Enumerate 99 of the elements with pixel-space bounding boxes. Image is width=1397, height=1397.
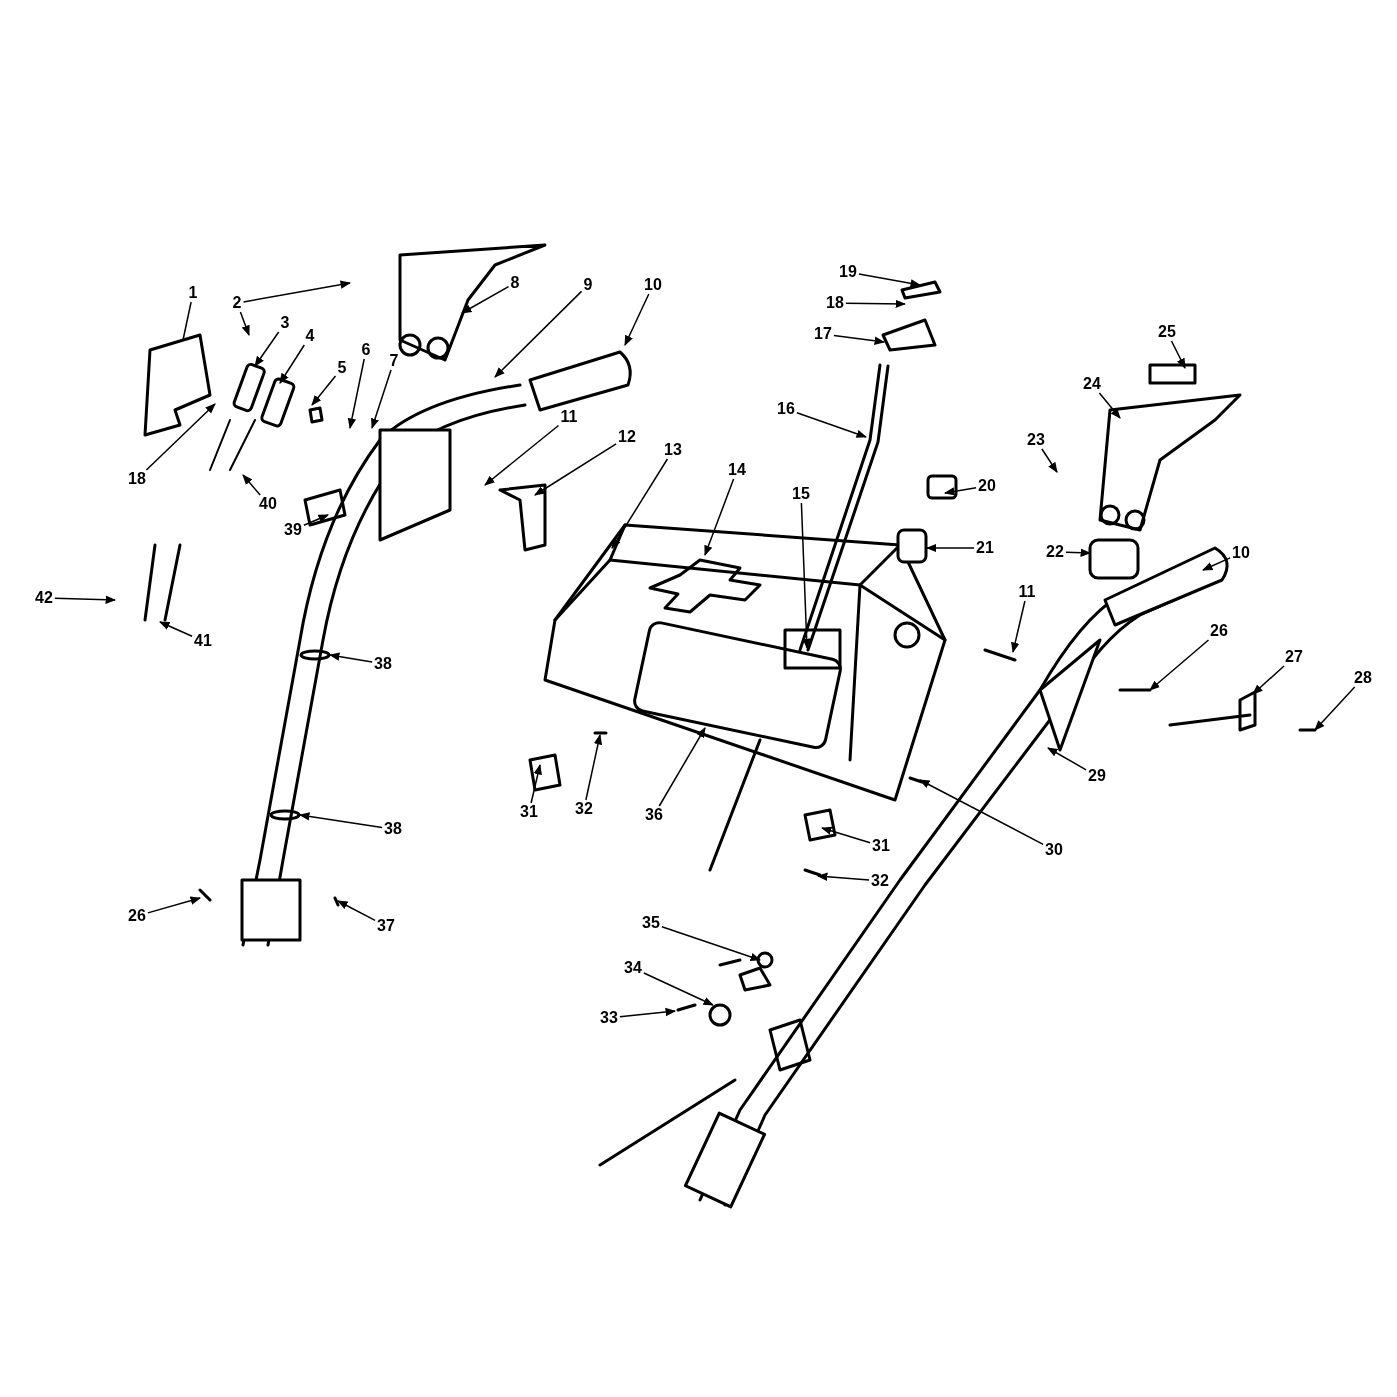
leader-line bbox=[242, 474, 261, 496]
leader-line bbox=[303, 514, 329, 527]
callout-number: 22 bbox=[1044, 543, 1066, 561]
leader-line bbox=[145, 403, 216, 471]
leader-line bbox=[147, 896, 201, 914]
callout-number: 39 bbox=[282, 521, 304, 539]
leader-line bbox=[858, 273, 922, 288]
callout-number: 29 bbox=[1086, 767, 1108, 785]
leader-line bbox=[279, 344, 306, 384]
leader-line bbox=[1098, 392, 1121, 419]
callout-number: 6 bbox=[359, 341, 373, 359]
callout-number: 5 bbox=[335, 359, 349, 377]
leader-line bbox=[833, 334, 886, 345]
callout-number: 14 bbox=[726, 461, 748, 479]
callout-number: 35 bbox=[640, 914, 662, 932]
leader-line bbox=[624, 293, 650, 346]
callout-number: 38 bbox=[372, 655, 394, 673]
callout-number: 34 bbox=[622, 959, 644, 977]
leader-line bbox=[182, 301, 192, 341]
callout-number: 37 bbox=[375, 917, 397, 935]
callout-number: 26 bbox=[1208, 622, 1230, 640]
callout-number: 26 bbox=[126, 907, 148, 925]
leader-line bbox=[816, 872, 870, 881]
leader-line bbox=[298, 812, 383, 829]
callout-number: 42 bbox=[33, 589, 55, 607]
leader-line bbox=[159, 621, 193, 637]
callout-number: 1 bbox=[186, 284, 200, 302]
leader-line bbox=[1041, 448, 1058, 473]
callout-number: 12 bbox=[616, 428, 638, 446]
leader-line bbox=[239, 311, 250, 336]
leader-line bbox=[658, 727, 706, 807]
leader-line bbox=[619, 1007, 677, 1018]
callout-number: 21 bbox=[974, 539, 996, 557]
callout-number: 11 bbox=[558, 408, 580, 426]
callout-number: 2 bbox=[230, 294, 244, 312]
leader-line bbox=[1065, 548, 1092, 557]
callout-number: 32 bbox=[573, 800, 595, 818]
leader-line bbox=[585, 733, 603, 801]
callout-number: 9 bbox=[581, 276, 595, 294]
callout-number: 7 bbox=[387, 352, 401, 370]
callout-number: 36 bbox=[643, 806, 665, 824]
callout-number: 18 bbox=[126, 470, 148, 488]
callout-number: 18 bbox=[824, 294, 846, 312]
leader-line bbox=[661, 925, 761, 961]
callout-number: 31 bbox=[870, 837, 892, 855]
callout-number: 25 bbox=[1156, 323, 1178, 341]
leader-line bbox=[347, 358, 365, 430]
callout-number: 4 bbox=[303, 327, 317, 345]
leader-line bbox=[1149, 639, 1210, 691]
callout-number: 28 bbox=[1352, 669, 1374, 687]
callout-number: 38 bbox=[382, 820, 404, 838]
leader-line bbox=[242, 280, 352, 303]
callout-number: 10 bbox=[642, 276, 664, 294]
callout-number: 3 bbox=[278, 314, 292, 332]
callout-number: 10 bbox=[1230, 544, 1252, 562]
leader-line bbox=[1314, 686, 1356, 731]
leader-line bbox=[643, 972, 714, 1006]
leader-line bbox=[494, 290, 583, 378]
callout-number: 41 bbox=[192, 632, 214, 650]
leader-line bbox=[1252, 665, 1285, 695]
callout-number: 27 bbox=[1283, 648, 1305, 666]
callout-number: 19 bbox=[837, 263, 859, 281]
leader-line bbox=[925, 543, 975, 553]
leader-line bbox=[1202, 557, 1231, 571]
leader-line bbox=[821, 826, 871, 844]
leader-line bbox=[370, 369, 392, 429]
callout-number: 33 bbox=[598, 1009, 620, 1027]
leader-line bbox=[328, 652, 373, 663]
leader-line bbox=[534, 443, 617, 496]
leader-line bbox=[611, 458, 669, 549]
callout-number: 32 bbox=[869, 872, 891, 890]
leader-line bbox=[1011, 600, 1026, 653]
leader-line bbox=[1170, 340, 1186, 369]
callout-number: 17 bbox=[812, 325, 834, 343]
leader-line bbox=[530, 764, 542, 804]
leader-line bbox=[800, 502, 811, 650]
leader-line bbox=[311, 375, 337, 406]
callout-number: 24 bbox=[1081, 375, 1103, 393]
callout-number: 30 bbox=[1043, 841, 1065, 859]
callout-number: 40 bbox=[257, 495, 279, 513]
callout-number: 16 bbox=[775, 400, 797, 418]
leader-line bbox=[704, 478, 735, 556]
callout-number: 13 bbox=[662, 441, 684, 459]
callout-number: 23 bbox=[1025, 431, 1047, 449]
callout-number: 20 bbox=[976, 477, 998, 495]
leader-line bbox=[484, 424, 560, 486]
leader-line bbox=[796, 412, 867, 438]
leader-line bbox=[943, 487, 977, 496]
callout-number: 15 bbox=[790, 485, 812, 503]
leader-line bbox=[337, 900, 376, 922]
callout-number: 8 bbox=[508, 274, 522, 292]
leader-line bbox=[254, 331, 280, 367]
callout-number: 11 bbox=[1016, 583, 1038, 601]
leader-line bbox=[54, 595, 117, 604]
leader-line bbox=[845, 299, 907, 309]
leader-line bbox=[919, 779, 1044, 846]
callout-number: 31 bbox=[518, 803, 540, 821]
leader-line bbox=[461, 285, 510, 314]
leader-line bbox=[1047, 747, 1087, 771]
